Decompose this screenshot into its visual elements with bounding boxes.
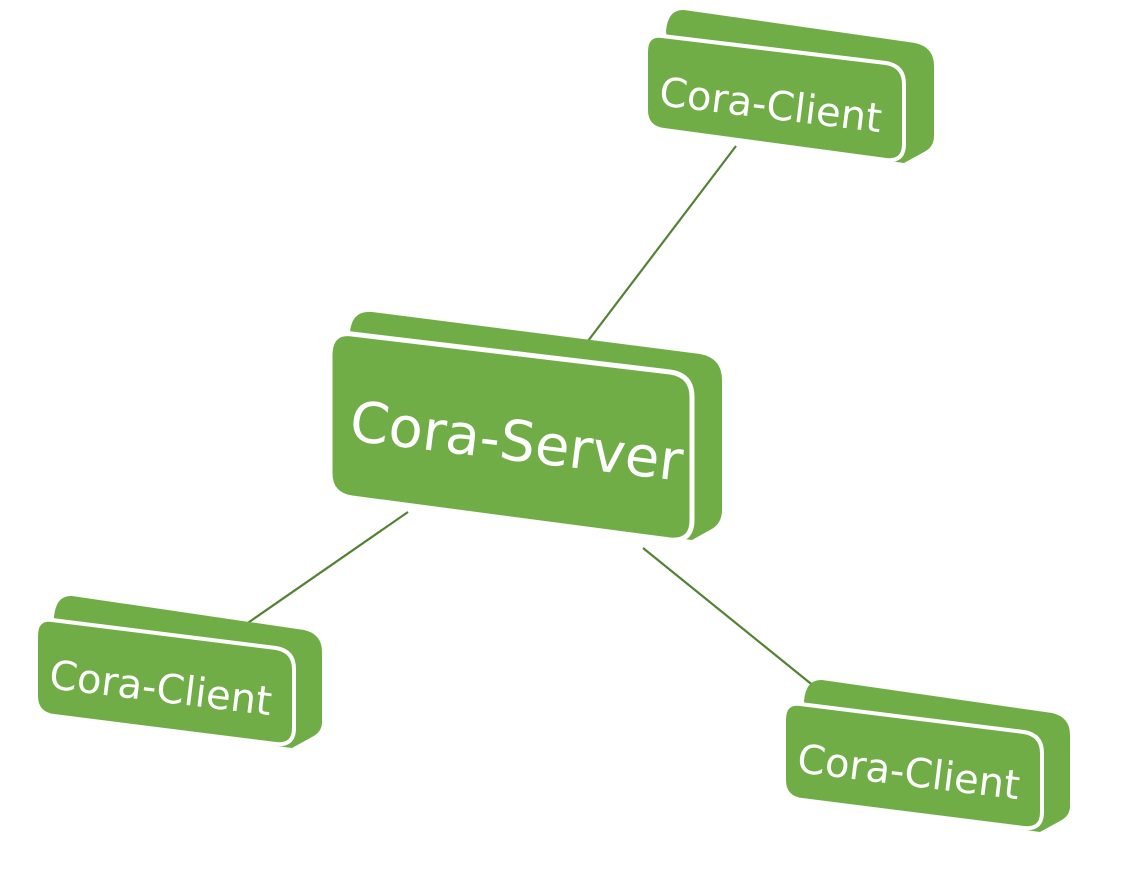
connectors bbox=[225, 145, 837, 705]
client-node-left: Cora-Client bbox=[34, 595, 322, 748]
client-node-bottom-right-face bbox=[782, 701, 1044, 831]
client-node-top: Cora-Client bbox=[644, 9, 934, 163]
server-node-face bbox=[327, 331, 695, 543]
server-node: Cora-Server bbox=[327, 311, 722, 543]
client-node-top-face bbox=[644, 33, 906, 163]
connector-server-client-bottom-right bbox=[642, 547, 837, 705]
client-node-bottom-right: Cora-Client bbox=[782, 679, 1070, 832]
client-node-left-face bbox=[34, 617, 296, 747]
connector-server-client-top bbox=[571, 145, 737, 363]
connector-server-client-left bbox=[225, 511, 409, 639]
